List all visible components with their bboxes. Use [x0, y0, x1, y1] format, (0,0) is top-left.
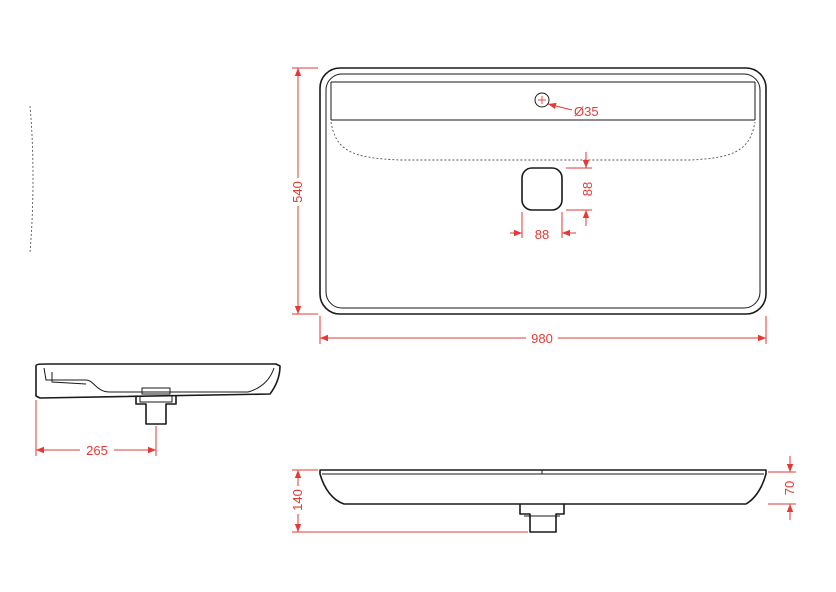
- tap-hole: [534, 92, 550, 108]
- side-drain-pipe: [135, 395, 177, 425]
- offset-label: 265: [86, 443, 108, 458]
- drain-width-label: 88: [535, 227, 549, 242]
- side-section-view: 265: [35, 363, 281, 458]
- bowl-hidden-curve: [330, 121, 756, 161]
- drain-depth-label: 88: [580, 182, 595, 196]
- side-profile-outline: [35, 363, 281, 399]
- side-bowl-inner: [51, 372, 87, 385]
- side-drain-inner: [139, 396, 173, 403]
- rim-height-label: 70: [782, 481, 797, 495]
- tap-hole-diameter-label: Ø35: [574, 104, 599, 119]
- front-elevation-view: 140 70: [290, 456, 797, 533]
- width-label: 980: [531, 331, 553, 346]
- drain-outlet: [521, 167, 563, 211]
- height-label: 140: [290, 489, 305, 511]
- front-profile-outline: [319, 469, 767, 505]
- side-bowl-curve: [43, 367, 275, 393]
- basin-outer-outline: [319, 67, 767, 315]
- tap-hole-leader: [547, 102, 573, 111]
- basin-inner-outline: [325, 73, 761, 309]
- top-view: Ø35 88 88 540 980: [290, 67, 767, 346]
- front-drain-pipe: [519, 503, 565, 533]
- side-drain-flange: [141, 387, 171, 395]
- side-edge-line: [29, 105, 34, 253]
- depth-label: 540: [290, 181, 305, 203]
